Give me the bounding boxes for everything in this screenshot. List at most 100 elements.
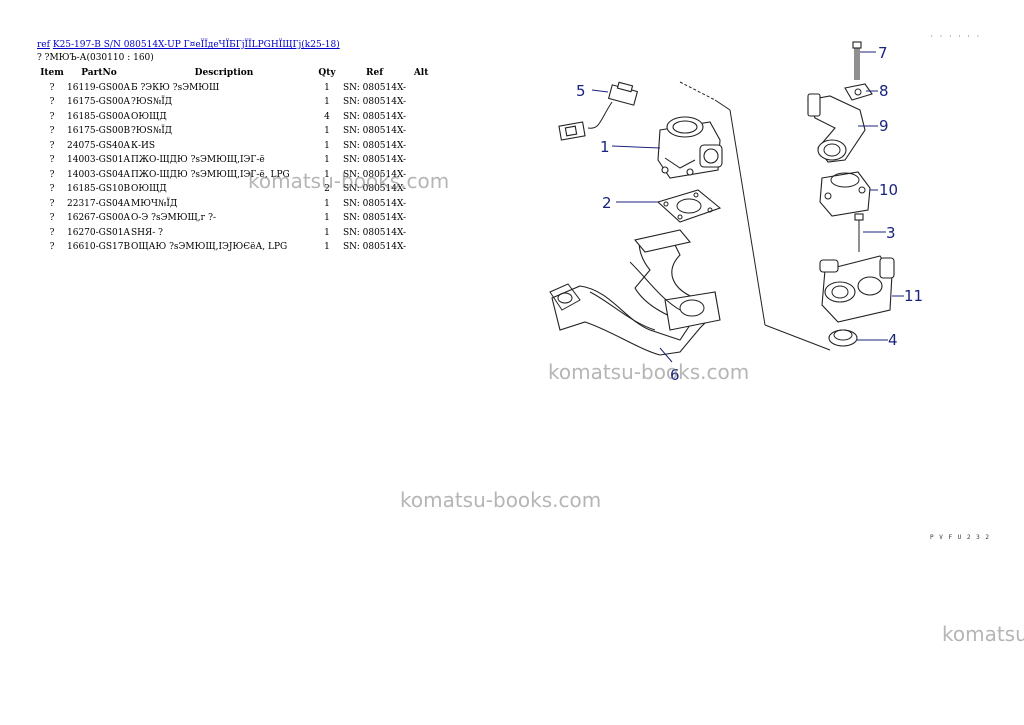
callout-9: 9	[879, 117, 889, 135]
alt-cell	[406, 211, 436, 226]
sensor-part-5	[558, 81, 639, 141]
corner-code-bottom: P V F U 2 3 2	[930, 534, 990, 541]
callout-10: 10	[879, 181, 898, 199]
ref-cell: SN: 080514X-	[343, 242, 407, 252]
ref-link[interactable]: ref	[37, 40, 50, 50]
partno-cell: 24075-GS40A	[67, 140, 130, 151]
qty-cell: 1	[324, 227, 330, 238]
partno-cell: 16610-GS17B	[67, 242, 131, 252]
description-cell: ?ЮS№ЇД	[131, 97, 173, 107]
bolt-part-7	[852, 41, 862, 80]
callout-11: 11	[904, 287, 923, 305]
alt-cell	[406, 226, 436, 241]
ref-cell: SN: 080514X-	[343, 82, 407, 93]
alt-cell	[406, 124, 436, 139]
page-header: ref K25-197-B S/N 080514X-UP Г¤еЇЇдеЧЇБГ…	[37, 39, 340, 51]
item-cell: ?	[49, 184, 55, 194]
col-alt: Alt	[413, 68, 429, 78]
qty-cell: 1	[324, 242, 330, 252]
alt-cell	[406, 110, 436, 125]
col-description: Description	[194, 68, 254, 78]
partno-cell: 16119-GS00A	[67, 82, 130, 93]
corner-code-top: · · · · · ·	[930, 33, 981, 40]
item-cell: ?	[49, 126, 55, 136]
model-title-link[interactable]: K25-197-B S/N 080514X-UP Г¤еЇЇдеЧЇБГјЇЇL…	[52, 40, 340, 50]
leader-lines	[591, 51, 904, 363]
gasket-part-2	[656, 189, 722, 223]
alt-cell	[406, 153, 436, 168]
callout-6: 6	[670, 366, 680, 384]
qty-cell: 1	[324, 82, 330, 93]
partno-cell: 22317-GS04A	[67, 198, 130, 209]
watermark: komatsu-books.com	[248, 169, 450, 193]
description-cell: К-ИS	[131, 140, 156, 151]
callout-4: 4	[888, 331, 898, 349]
item-cell: ?	[49, 155, 55, 165]
description-cell: ОЮЩД	[131, 184, 167, 194]
throttle-body-part-1	[657, 116, 723, 179]
description-cell: МЮЧ№ЇД	[131, 198, 178, 209]
item-cell: ?	[49, 213, 55, 223]
item-cell: ?	[49, 97, 55, 107]
item-cell: ?	[49, 169, 55, 180]
ref-cell: SN: 080514X-	[343, 213, 407, 223]
ref-cell: SN: 080514X-	[343, 184, 407, 194]
callout-3: 3	[886, 224, 896, 242]
table-header-row: Item PartNo Description Qty Ref Alt	[37, 66, 436, 81]
qty-cell: 1	[324, 198, 330, 209]
assembly-part-11	[819, 255, 895, 323]
qty-cell: 2	[324, 184, 330, 194]
description-cell: Б ?ЭКЮ ?sЭМЮШ	[131, 82, 220, 93]
manifold-part-6	[549, 229, 721, 356]
item-cell: ?	[49, 82, 55, 93]
ref-cell: SN: 080514X-	[343, 111, 407, 122]
ring-part-4	[828, 329, 858, 347]
description-cell: О-Э ?sЭМЮЩ,г ?-	[131, 213, 217, 223]
parts-diagram: 5 1 2 6 7 8 9 10 3 11 4	[549, 41, 923, 384]
alt-cell	[406, 139, 436, 154]
item-cell: ?	[49, 242, 55, 252]
qty-cell: 1	[324, 213, 330, 223]
item-cell: ?	[49, 227, 55, 238]
partno-cell: 14003-GS04A	[67, 169, 130, 180]
watermark: komatsu-books.com	[548, 360, 750, 384]
partno-cell: 16270-GS01A	[67, 227, 130, 238]
ref-cell: SN: 080514X-	[343, 97, 407, 107]
col-qty: Qty	[318, 68, 336, 78]
section-subtitle: ? ?МЮЪ-А(030110 : 160)	[37, 53, 154, 63]
parts-table: Item PartNo Description Qty Ref Alt ?161…	[37, 66, 436, 255]
ref-cell: SN: 080514X-	[343, 198, 407, 209]
callout-labels: 5 1 2 6 7 8 9 10 3 11 4	[576, 44, 923, 384]
alt-cell	[406, 95, 436, 110]
alt-cell	[406, 81, 436, 96]
assembly-frame	[679, 81, 831, 351]
description-cell: ?ЮS№ЇД	[131, 126, 173, 136]
ref-cell: SN: 080514X-	[343, 227, 407, 238]
partno-cell: 16185-GS10B	[67, 184, 131, 194]
ref-cell: SN: 080514X-	[343, 140, 407, 151]
qty-cell: 1	[324, 140, 330, 151]
callout-5: 5	[576, 82, 586, 100]
col-partno: PartNo	[81, 68, 117, 78]
description-cell: ОЩАЮ ?sЭМЮЩ,ІЭЈЮЄёА, LPG	[131, 242, 288, 252]
partno-cell: 16185-GS00A	[67, 111, 130, 122]
housing-part-10	[819, 171, 871, 217]
clip-part-8	[844, 83, 873, 101]
callout-2: 2	[602, 194, 612, 212]
watermark: komatsu	[942, 622, 1024, 646]
partno-cell: 16175-GS00B	[67, 126, 131, 136]
ref-cell: SN: 080514X-	[343, 126, 407, 136]
callout-7: 7	[878, 44, 888, 62]
